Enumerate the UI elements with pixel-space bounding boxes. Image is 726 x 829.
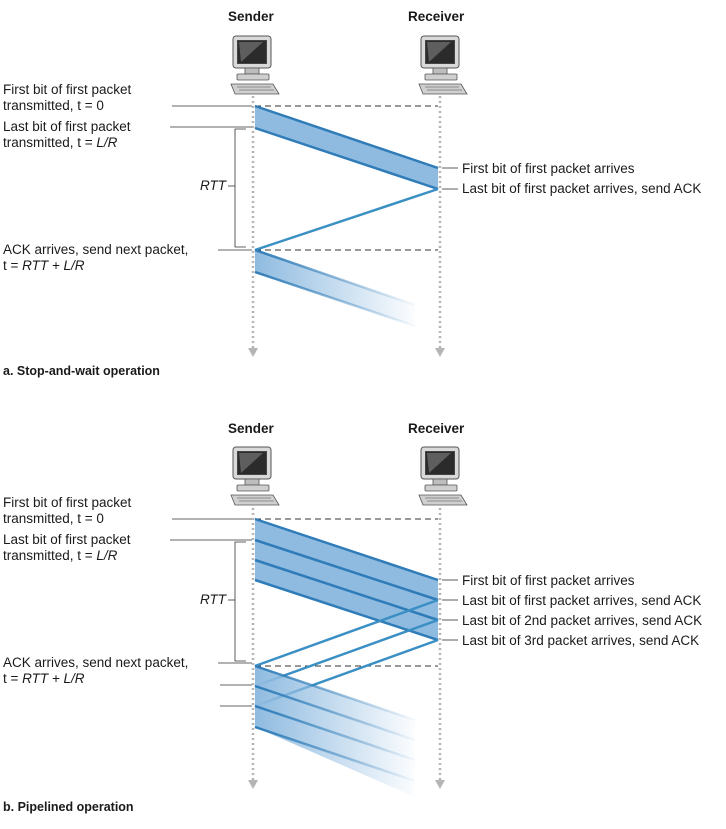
next-packet-edge-4 (254, 725, 416, 783)
last-bit-sent-value-b: L/R (96, 548, 118, 563)
caption-a: a. Stop-and-wait operation (3, 364, 160, 378)
first-bit-sent-value: 0 (96, 98, 104, 113)
last-bit-sent-line1-b: Last bit of first packet (3, 532, 131, 547)
sender-header-b: Sender (228, 421, 274, 436)
next-packet-band (255, 250, 415, 326)
last-bit-sent-prefix-b: transmitted, t = (3, 548, 97, 563)
rtt-label: RTT (200, 178, 226, 193)
ack-arrives-line1: ACK arrives, send next packet, (3, 242, 189, 257)
last-bit-sent-value: L/R (96, 135, 118, 150)
first-bit-sent-line2: transmitted, t = 0 (3, 98, 131, 114)
pipelined-diagram (170, 446, 468, 797)
ack-arrives-line2: t = RTT + L/R (3, 258, 188, 274)
packet-last-bit-line (254, 126, 439, 191)
first-bit-sent-line1-b: First bit of first packet (3, 495, 132, 510)
first-bit-arrives-label: First bit of first packet arrives (462, 161, 635, 176)
arrival-label-3: Last bit of 2nd packet arrives, send ACK (462, 613, 703, 628)
ack-arrives-value-b: RTT + L/R (22, 671, 85, 686)
packet-band (255, 106, 438, 189)
receiver-timeline-arrow (435, 348, 445, 357)
ack-arrives-label-b: ACK arrives, send next packet, t = RTT +… (3, 655, 188, 687)
stop-and-wait-diagram (170, 35, 468, 357)
arrival-label-2: Last bit of first packet arrives, send A… (462, 593, 702, 608)
arrival-label-4: Last bit of 3rd packet arrives, send ACK (462, 633, 700, 648)
first-bit-sent-line2-b: transmitted, t = 0 (3, 511, 131, 527)
rtt-bracket-b (234, 541, 246, 662)
next-packet-edge-1 (254, 664, 416, 722)
first-bit-sent-value-b: 0 (96, 511, 104, 526)
ack-line (254, 187, 439, 252)
ack-arrives-prefix: t = (3, 258, 23, 273)
arrival-label-1: First bit of first packet arrives (462, 573, 635, 588)
packet1-first-bit-line (254, 517, 439, 582)
first-bit-sent-line1: First bit of first packet (3, 82, 132, 97)
rtt-label-b: RTT (200, 592, 226, 607)
next-packet-first-edge (254, 248, 416, 307)
sender-computer-icon-b (230, 446, 280, 506)
packet-first-bit-line (254, 104, 439, 170)
last-bit-sent-label: Last bit of first packet transmitted, t … (3, 119, 131, 151)
sender-header: Sender (228, 9, 274, 24)
next-packet-edge-3 (254, 704, 416, 762)
packets-band (255, 519, 438, 640)
receiver-header-b: Receiver (408, 421, 465, 436)
first-bit-sent-label: First bit of first packet transmitted, t… (3, 82, 131, 114)
sender-timeline-arrow (248, 348, 258, 357)
ack-arrives-line1-b: ACK arrives, send next packet, (3, 655, 189, 670)
first-bit-sent-prefix-b: transmitted, t = (3, 511, 97, 526)
receiver-computer-icon (418, 35, 468, 95)
last-bit-sent-line2-b: transmitted, t = L/R (3, 548, 131, 564)
ack-arrives-value: RTT + L/R (22, 258, 85, 273)
last-bit-sent-line2: transmitted, t = L/R (3, 135, 131, 151)
receiver-header: Receiver (408, 9, 465, 24)
first-bit-sent-label-b: First bit of first packet transmitted, t… (3, 495, 131, 527)
next-packet-last-edge (254, 270, 416, 328)
last-bit-sent-label-b: Last bit of first packet transmitted, t … (3, 532, 131, 564)
ack1-line (254, 598, 439, 668)
packet1-last-bit-line (254, 538, 439, 602)
last-bit-sent-line1: Last bit of first packet (3, 119, 131, 134)
ack-arrives-label: ACK arrives, send next packet, t = RTT +… (3, 242, 188, 274)
ack-arrives-prefix-b: t = (3, 671, 23, 686)
ack-arrives-line2-b: t = RTT + L/R (3, 671, 188, 687)
receiver-computer-icon-b (418, 446, 468, 506)
receiver-timeline-arrow-b (435, 780, 445, 789)
caption-b: b. Pipelined operation (3, 800, 134, 814)
sender-timeline-arrow-b (248, 780, 258, 789)
rtt-bracket (234, 128, 246, 248)
next-packet-edge-2 (254, 684, 416, 742)
first-bit-sent-prefix: transmitted, t = (3, 98, 97, 113)
last-bit-arrives-label: Last bit of first packet arrives, send A… (462, 181, 702, 196)
last-bit-sent-prefix: transmitted, t = (3, 135, 97, 150)
sender-computer-icon (230, 35, 280, 95)
